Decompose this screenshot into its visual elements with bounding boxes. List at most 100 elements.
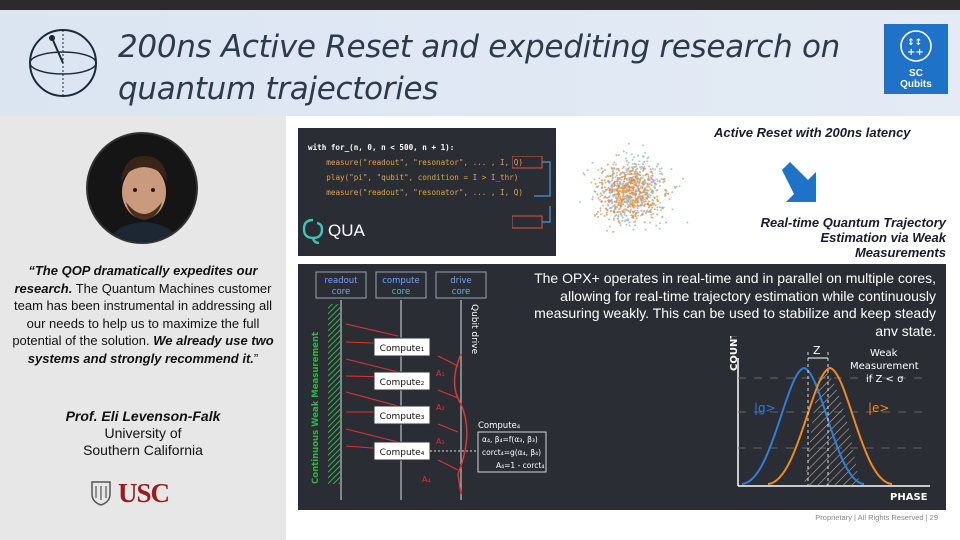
scatter-point xyxy=(619,211,622,214)
scatter-point xyxy=(619,180,621,183)
badge-line2: Qubits xyxy=(900,79,932,90)
qubit-chip-icon: ↕↕ ++ xyxy=(900,30,932,62)
scatter-point xyxy=(631,200,634,203)
scatter-point xyxy=(599,181,602,184)
scatter-point xyxy=(668,198,671,200)
weak-label-line3: if Z < σ xyxy=(866,374,904,385)
scatter-point xyxy=(661,216,664,219)
scatter-point xyxy=(650,191,653,193)
scatter-point xyxy=(610,198,613,201)
scatter-point xyxy=(605,211,608,214)
code-connector-lines xyxy=(512,156,551,229)
scatter-point xyxy=(628,221,631,224)
scatter-point xyxy=(630,170,633,172)
scatter-point xyxy=(611,185,614,187)
qua-logo: QUA xyxy=(302,218,365,244)
scatter-point xyxy=(629,198,632,201)
scatter-point xyxy=(617,187,620,190)
scatter-point xyxy=(601,190,604,192)
scatter-point xyxy=(640,191,643,194)
quote-end-mark: ” xyxy=(253,350,259,366)
scatter-point xyxy=(650,184,653,187)
scatter-point xyxy=(622,150,625,153)
scatter-point xyxy=(632,215,635,218)
scatter-point xyxy=(612,219,615,221)
scatter-point xyxy=(634,170,636,173)
scatter-point xyxy=(635,163,638,166)
scatter-point xyxy=(623,176,626,179)
scatter-point xyxy=(648,206,651,209)
usc-logo-text: USC xyxy=(118,477,170,508)
compute-detail-line-3: A₄=1 - corct₄ xyxy=(496,461,544,470)
scatter-point xyxy=(642,183,645,186)
scatter-point xyxy=(608,195,611,198)
scatter-point xyxy=(625,214,628,217)
scatter-point xyxy=(626,202,629,205)
scatter-point xyxy=(626,194,629,197)
scatter-point xyxy=(636,209,639,212)
scatter-point xyxy=(615,163,617,166)
scatter-point xyxy=(678,185,681,188)
scatter-point xyxy=(625,191,628,194)
scatter-point xyxy=(629,200,632,202)
scatter-point xyxy=(650,181,653,184)
scatter-point xyxy=(629,211,632,214)
scatter-point xyxy=(601,194,603,197)
scatter-point xyxy=(598,198,601,201)
scatter-point xyxy=(619,187,621,190)
scatter-point xyxy=(612,204,615,207)
scatter-point xyxy=(626,199,629,201)
scatter-point xyxy=(610,185,613,188)
scatter-point xyxy=(610,200,613,203)
scatter-point xyxy=(624,190,627,193)
scatter-point xyxy=(643,160,646,163)
scatter-point xyxy=(613,190,616,193)
scatter-point xyxy=(603,215,606,217)
footer-text: Proprietary | All Rights Reserved | 29 xyxy=(815,513,938,522)
scatter-point xyxy=(623,212,626,214)
compute-detail-line-1: α₄, β₄=f(α₃, β₃) xyxy=(482,435,538,444)
scatter-point xyxy=(641,170,644,172)
scatter-point xyxy=(636,207,639,210)
scatter-point xyxy=(643,200,645,203)
compute-detail-title: Compute₄ xyxy=(478,421,521,431)
scatter-point xyxy=(639,204,642,207)
scatter-point xyxy=(632,204,634,207)
scatter-point xyxy=(651,199,654,201)
scatter-point xyxy=(614,176,617,178)
scatter-point xyxy=(613,193,616,196)
scatter-point xyxy=(631,162,634,165)
scatter-point xyxy=(637,163,640,166)
scatter-point xyxy=(619,207,622,210)
scatter-point xyxy=(600,179,603,182)
scatter-point xyxy=(617,177,620,180)
scatter-point xyxy=(639,166,642,169)
scatter-point xyxy=(634,196,637,199)
scatter-point xyxy=(656,200,659,203)
scatter-point xyxy=(626,169,629,172)
scatter-point xyxy=(591,196,594,199)
scatter-point xyxy=(633,156,635,159)
scatter-point xyxy=(641,202,644,205)
opx-description: The OPX+ operates in real-time and in pa… xyxy=(534,270,936,339)
scatter-point xyxy=(617,214,620,217)
scatter-point xyxy=(617,154,620,157)
scatter-point xyxy=(619,195,622,198)
scatter-point xyxy=(620,183,623,186)
compute-box-1: Compute₁ xyxy=(380,344,425,354)
scatter-point xyxy=(630,153,633,156)
scatter-point xyxy=(636,196,639,199)
scatter-point xyxy=(620,178,623,181)
scatter-point xyxy=(597,169,600,172)
svg-text:++: ++ xyxy=(907,47,924,58)
scatter-point xyxy=(637,211,640,214)
scatter-point xyxy=(615,195,618,198)
scatter-point xyxy=(622,180,625,183)
scatter-point xyxy=(621,216,624,219)
scatter-point xyxy=(656,178,659,181)
scatter-point xyxy=(624,175,627,177)
scatter-point xyxy=(635,182,638,185)
scatter-point xyxy=(597,185,600,188)
multicore-timing-diagram: readout core compute core drive core Con… xyxy=(311,271,547,500)
scatter-point xyxy=(613,161,616,164)
